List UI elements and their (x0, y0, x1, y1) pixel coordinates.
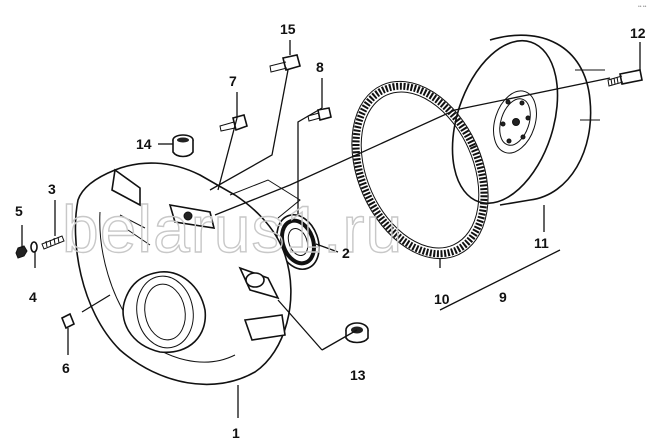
callout-2: 2 (342, 245, 350, 261)
callout-14: 14 (136, 136, 152, 152)
callout-11: 11 (534, 235, 549, 251)
callout-5: 5 (15, 203, 23, 219)
callout-1: 1 (232, 425, 240, 441)
callout-7: 7 (229, 73, 237, 89)
corner-mark: •• •• (638, 4, 647, 10)
plug (345, 322, 369, 344)
callout-12: 12 (630, 25, 646, 41)
callout-9: 9 (499, 289, 507, 305)
ring-gear (351, 80, 489, 260)
leader-lines (21, 40, 641, 418)
callout-15: 15 (280, 21, 296, 37)
small-fasteners (15, 235, 76, 330)
callout-6: 6 (62, 360, 70, 376)
watermark: belarus1.ru (62, 192, 403, 266)
flywheel (451, 34, 605, 206)
flywheel-housing (74, 162, 301, 386)
callout-13: 13 (350, 367, 366, 383)
callout-8: 8 (316, 59, 324, 75)
callout-10: 10 (434, 291, 450, 307)
flywheel-bolt (607, 69, 643, 87)
callout-4: 4 (29, 289, 37, 305)
housing-bolts (172, 54, 332, 158)
oil-seal (276, 214, 320, 270)
callout-3: 3 (48, 181, 56, 197)
